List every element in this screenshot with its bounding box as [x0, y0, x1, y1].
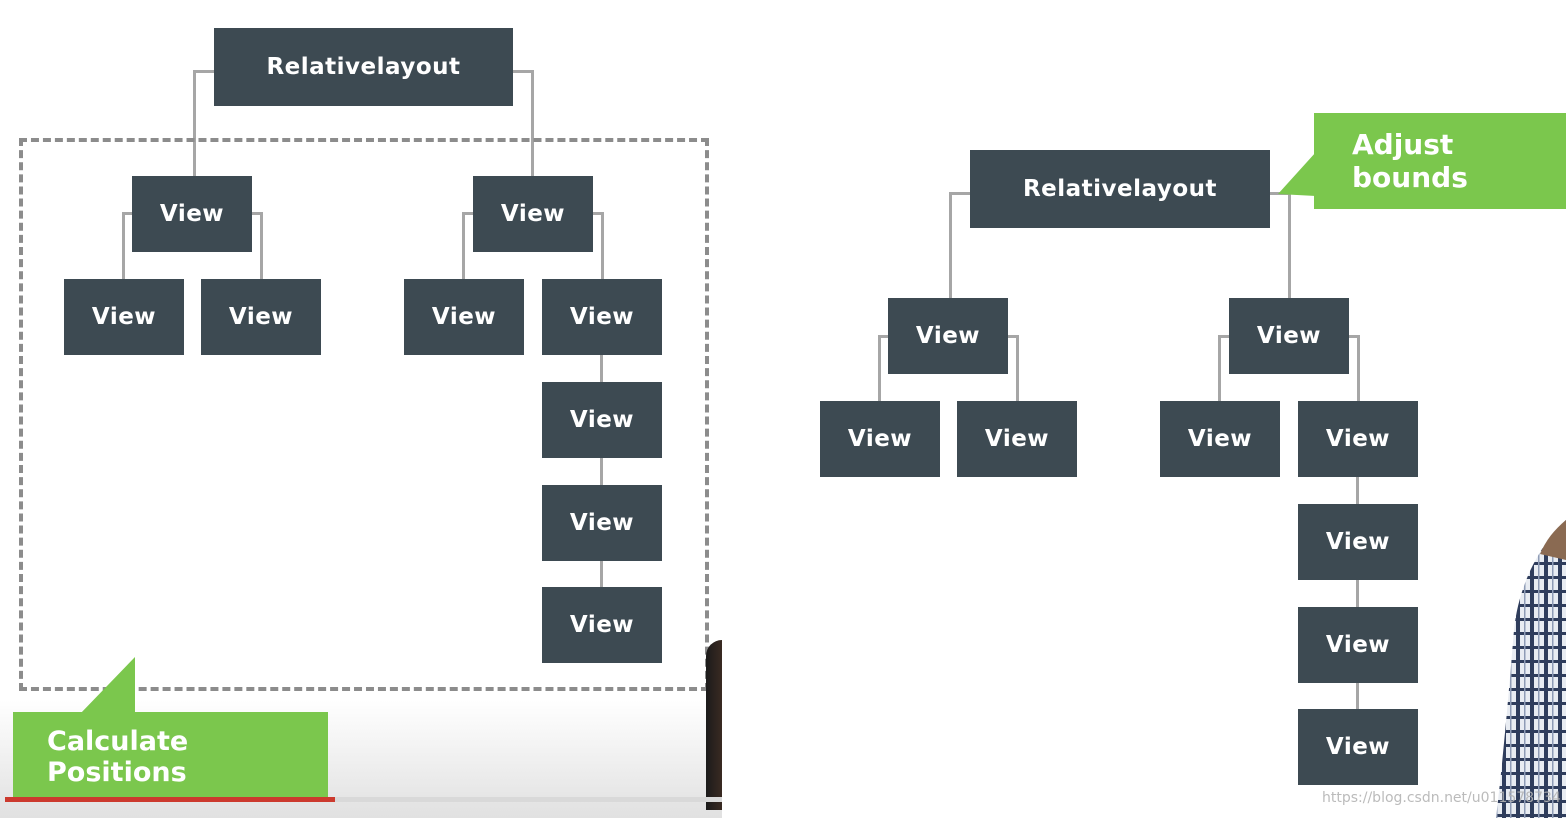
- connector: [600, 354, 603, 382]
- node-label: View: [1187, 426, 1253, 452]
- connector: [600, 457, 603, 485]
- view-node: View: [542, 485, 662, 561]
- callout-label: Adjust bounds: [1352, 128, 1468, 194]
- view-node: View: [542, 382, 662, 458]
- connector: [949, 192, 971, 195]
- callout-label: Calculate Positions: [47, 726, 189, 788]
- connector: [1356, 681, 1359, 709]
- watermark: https://blog.csdn.net/u011578734: [1322, 790, 1561, 806]
- node-label: View: [847, 426, 913, 452]
- node-label: View: [915, 323, 981, 349]
- connector: [1348, 335, 1360, 338]
- connector: [251, 212, 263, 215]
- connector: [462, 212, 474, 215]
- node-label: View: [1325, 632, 1391, 658]
- node-label: View: [569, 304, 635, 330]
- dashed-selection-box: [19, 138, 709, 691]
- connector: [1007, 335, 1019, 338]
- node-label: View: [91, 304, 157, 330]
- connector: [193, 70, 196, 176]
- view-node: View: [1298, 504, 1418, 580]
- root-node-relativelayout: Relativelayout: [214, 28, 513, 106]
- connector: [1288, 192, 1291, 298]
- node-label: Relativelayout: [1022, 176, 1218, 202]
- view-node: View: [542, 279, 662, 355]
- connector: [122, 212, 134, 215]
- view-node: View: [64, 279, 184, 355]
- view-node: View: [820, 401, 940, 477]
- connector: [1218, 335, 1221, 401]
- connector: [878, 335, 890, 338]
- view-node: View: [957, 401, 1077, 477]
- node-label: View: [159, 201, 225, 227]
- view-node: View: [542, 587, 662, 663]
- view-node: View: [473, 176, 593, 252]
- node-label: View: [431, 304, 497, 330]
- connector: [601, 212, 604, 279]
- node-label: View: [1325, 529, 1391, 555]
- connector: [600, 559, 603, 587]
- view-node: View: [201, 279, 321, 355]
- presenter-shirt: [1496, 520, 1566, 818]
- node-label: View: [500, 201, 566, 227]
- view-node: View: [132, 176, 252, 252]
- connector: [1218, 335, 1230, 338]
- calculate-positions-callout: Calculate Positions: [13, 712, 328, 802]
- connector: [531, 70, 534, 176]
- node-label: View: [1325, 426, 1391, 452]
- connector: [592, 212, 604, 215]
- connector: [1357, 335, 1360, 401]
- view-node: View: [1298, 709, 1418, 785]
- root-node-relativelayout: Relativelayout: [970, 150, 1270, 228]
- connector: [949, 192, 952, 298]
- connector: [878, 335, 881, 401]
- view-node: View: [1298, 607, 1418, 683]
- adjust-bounds-callout: Adjust bounds: [1314, 113, 1566, 209]
- connector: [513, 70, 534, 73]
- video-progress-fill: [5, 797, 335, 802]
- node-label: View: [1325, 734, 1391, 760]
- left-diagram-panel: Relativelayout View View View View View …: [0, 0, 722, 818]
- view-node: View: [888, 298, 1008, 374]
- node-label: View: [228, 304, 294, 330]
- connector: [260, 212, 263, 279]
- connector: [122, 212, 125, 279]
- connector: [462, 212, 465, 279]
- node-label: Relativelayout: [266, 54, 461, 80]
- connector: [1356, 476, 1359, 504]
- node-label: View: [569, 612, 635, 638]
- video-progress-bar[interactable]: [5, 797, 722, 802]
- view-node: View: [1298, 401, 1418, 477]
- view-node: View: [1160, 401, 1280, 477]
- connector: [1356, 579, 1359, 607]
- connector: [1016, 335, 1019, 401]
- node-label: View: [569, 510, 635, 536]
- node-label: View: [1256, 323, 1322, 349]
- callout-pointer: [1278, 152, 1316, 196]
- node-label: View: [569, 407, 635, 433]
- connector: [193, 70, 214, 73]
- callout-pointer: [79, 657, 135, 715]
- presenter-edge: [706, 640, 722, 810]
- view-node: View: [404, 279, 524, 355]
- view-node: View: [1229, 298, 1349, 374]
- node-label: View: [984, 426, 1050, 452]
